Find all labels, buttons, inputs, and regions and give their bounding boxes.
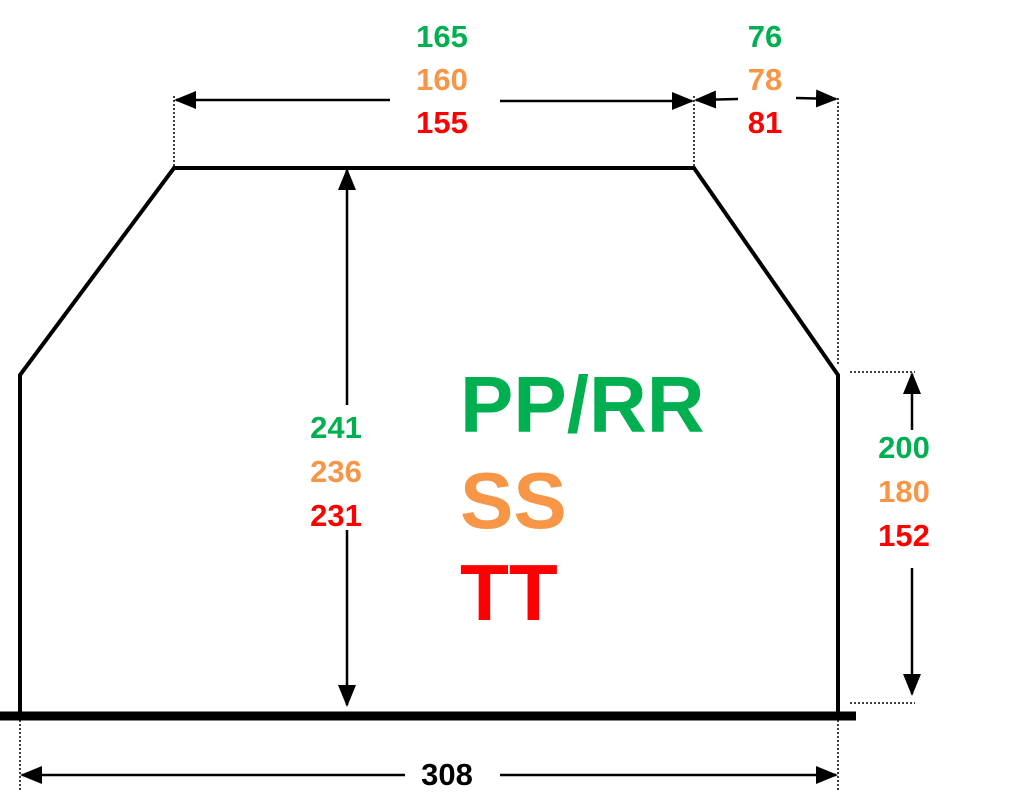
center-height-orange: 236	[310, 454, 362, 489]
side-height-orange: 180	[878, 474, 930, 509]
top-right-offset-red: 81	[748, 105, 782, 140]
extension-lines	[19, 96, 915, 790]
top-right-offset-green: 76	[748, 19, 782, 54]
top-width-red: 155	[416, 105, 468, 140]
top-width-orange: 160	[416, 62, 468, 97]
top-right-offset-orange: 78	[748, 62, 782, 97]
base-width: 308	[421, 757, 473, 792]
shape-outline	[18, 166, 840, 713]
side-height-green: 200	[878, 430, 930, 465]
top-width-green: 165	[416, 19, 468, 54]
label-tt: TT	[460, 548, 558, 637]
label-ss: SS	[460, 456, 567, 545]
center-height-red: 231	[310, 498, 362, 533]
center-height-green: 241	[310, 410, 362, 445]
side-height-red: 152	[878, 518, 930, 553]
label-pp-rr: PP/RR	[460, 360, 705, 449]
dimension-arrows	[20, 89, 921, 784]
